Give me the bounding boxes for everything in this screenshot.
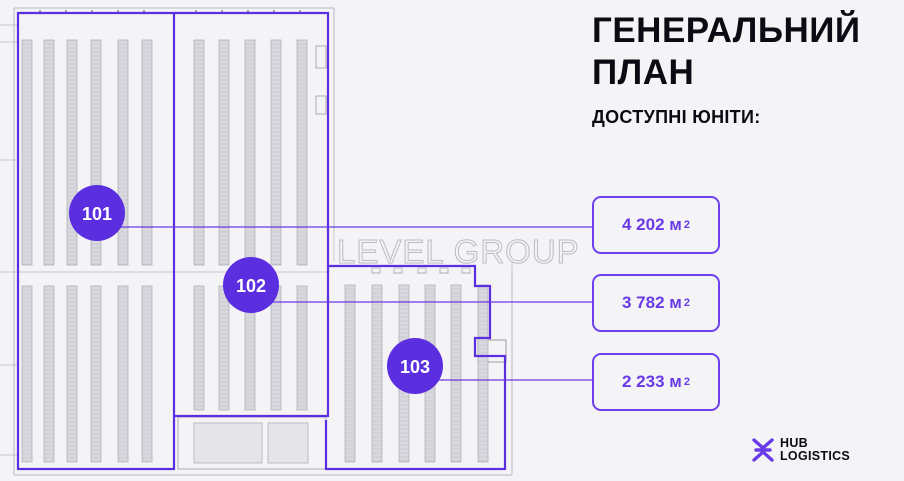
rack-column: [141, 285, 153, 463]
available-units-heading: ДОСТУПНІ ЮНІТИ:: [592, 107, 761, 127]
column-mark: [417, 267, 427, 274]
unit-marker-label: 101: [82, 204, 112, 224]
unit-area-value: 4 202: [622, 215, 665, 234]
rack-column: [21, 39, 33, 266]
grid-lines: [0, 24, 330, 456]
column-mark: [393, 267, 403, 274]
unit-zones: [16, 11, 507, 471]
office-room: [267, 422, 309, 464]
title-line-2: ПЛАН: [592, 53, 695, 92]
unit-marker-label: 102: [236, 276, 266, 296]
logo-line-2: LOGISTICS: [780, 449, 851, 463]
unit-area-value: 2 233: [622, 372, 665, 391]
rack-column: [270, 285, 282, 411]
rack-column: [218, 39, 230, 266]
rack-column: [477, 284, 489, 463]
watermark-text: LEVEL GROUP: [337, 233, 580, 270]
zone-101-outline: [16, 11, 176, 471]
watermark: LEVEL GROUP: [330, 230, 580, 271]
wall-feature: [315, 95, 327, 115]
hub-logistics-logo-icon: [752, 438, 774, 462]
connector-lines: [120, 226, 592, 381]
zone-103-outline: [324, 264, 507, 471]
rack-column: [43, 285, 55, 463]
rack-column: [296, 285, 308, 411]
logo-line-1: HUB: [780, 436, 808, 450]
unit-area-power: 2: [683, 297, 690, 309]
rack-column: [66, 39, 78, 266]
unit-area-power: 2: [683, 376, 690, 388]
rack-column: [193, 39, 205, 266]
floor-plan-drawing: [0, 7, 513, 476]
column-mark: [461, 267, 471, 274]
rack-column: [450, 284, 462, 463]
building-outline: [13, 7, 513, 476]
office-room: [193, 422, 263, 464]
wall-feature: [315, 45, 327, 69]
unit-area-value: 3 782: [622, 293, 665, 312]
title-line-1: ГЕНЕРАЛЬНИЙ: [592, 11, 861, 50]
unit-marker-102[interactable]: 102: [223, 257, 279, 313]
rack-column: [218, 285, 230, 411]
unit-area-unit: м: [669, 215, 682, 234]
unit-marker-label: 103: [400, 357, 430, 377]
rack-column: [193, 285, 205, 411]
rack-column: [43, 39, 55, 266]
column-mark: [371, 267, 381, 274]
rack-column: [141, 39, 153, 266]
hub-logistics-logo: HUB LOGISTICS: [752, 437, 850, 463]
rack-column: [117, 39, 129, 266]
rack-column: [296, 39, 308, 266]
rack-column: [66, 285, 78, 463]
unit-area-unit: м: [669, 293, 682, 312]
rack-column: [90, 285, 102, 463]
unit-area-unit: м: [669, 372, 682, 391]
column-mark: [439, 267, 449, 274]
unit-marker-101[interactable]: 101: [69, 185, 125, 241]
rack-column: [244, 39, 256, 266]
rack-column: [344, 284, 356, 463]
rack-column: [21, 285, 33, 463]
zone-102-outline: [174, 11, 330, 418]
rack-column: [117, 285, 129, 463]
rack-column: [371, 284, 383, 463]
rack-column: [270, 39, 282, 266]
unit-marker-103[interactable]: 103: [387, 338, 443, 394]
storage-racks: [21, 39, 489, 463]
logo-wordmark: HUB LOGISTICS: [780, 437, 850, 463]
unit-area-power: 2: [683, 219, 690, 231]
page-title: ГЕНЕРАЛЬНИЙ ПЛАН: [592, 10, 892, 94]
